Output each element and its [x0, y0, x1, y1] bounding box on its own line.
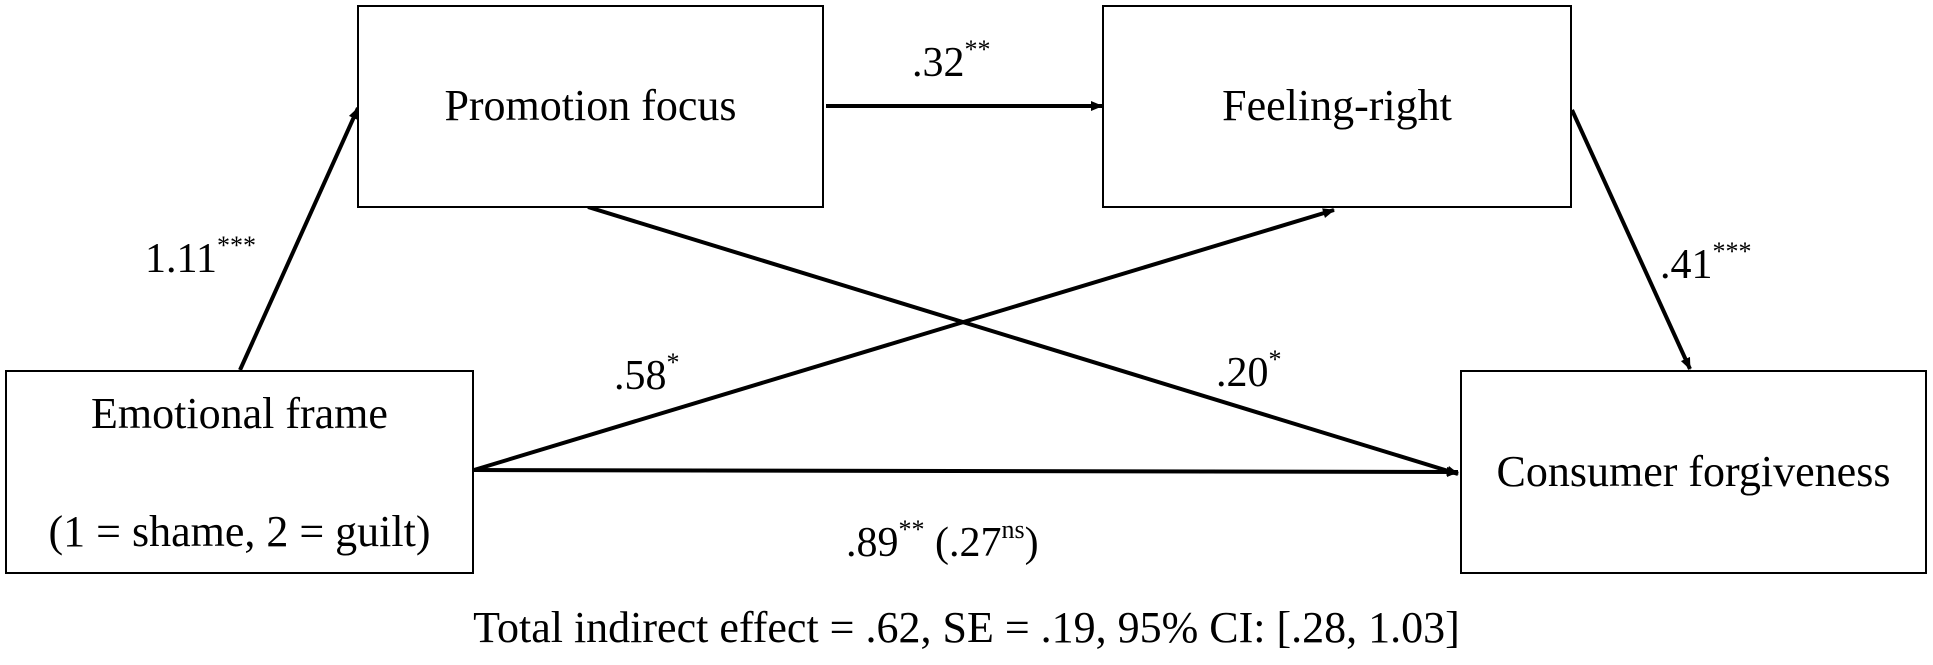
coef-promotion-to-feeling: .32** — [912, 37, 991, 86]
coef-emotional-to-feeling: .58* — [614, 350, 680, 399]
arrow-emotional-to-feeling — [473, 208, 1335, 472]
coef-value: .20 — [1216, 350, 1269, 396]
node-emotional-frame: Emotional frame (1 = shame, 2 = guilt) — [5, 370, 474, 574]
coef-emotional-to-promotion: 1.11*** — [145, 233, 256, 282]
coef-value: .41 — [1660, 242, 1713, 288]
total-indirect-effect: Total indirect effect = .62, SE = .19, 9… — [473, 603, 1460, 652]
coef-sig: ** — [898, 515, 925, 544]
coef-value: 1.11 — [145, 236, 217, 282]
coef-sig: * — [1268, 345, 1282, 374]
arrow-promotion-to-forgiveness — [587, 205, 1459, 476]
coef-value: .89 — [846, 520, 899, 566]
coef-sig: ** — [964, 35, 991, 64]
coef-direct-value: .27 — [949, 520, 1002, 566]
coef-direct-sig: ns — [1001, 515, 1025, 544]
arrow-emotional-to-promotion — [238, 107, 360, 371]
coef-sig: *** — [1712, 237, 1752, 266]
arrow-emotional-to-forgiveness — [473, 466, 1459, 477]
node-promotion-focus-label: Promotion focus — [444, 81, 737, 131]
arrow-feeling-to-forgiveness — [1570, 109, 1692, 370]
coef-emotional-to-forgiveness: .89** (.27ns) — [846, 515, 1039, 566]
coef-value: .58 — [614, 353, 667, 399]
node-feeling-right-label: Feeling-right — [1222, 81, 1452, 131]
node-consumer-forgiveness: Consumer forgiveness — [1460, 370, 1927, 574]
coef-value: .32 — [912, 40, 965, 86]
coef-sig: * — [666, 348, 680, 377]
coef-promotion-to-forgiveness: .20* — [1216, 347, 1282, 396]
node-emotional-frame-line1: Emotional frame — [91, 389, 388, 438]
coef-feeling-to-forgiveness: .41*** — [1660, 239, 1752, 288]
node-consumer-forgiveness-label: Consumer forgiveness — [1496, 446, 1891, 496]
node-feeling-right: Feeling-right — [1102, 5, 1572, 208]
node-emotional-frame-line2: (1 = shame, 2 = guilt) — [48, 506, 431, 556]
coef-sig: *** — [216, 231, 256, 260]
node-promotion-focus: Promotion focus — [357, 5, 824, 208]
